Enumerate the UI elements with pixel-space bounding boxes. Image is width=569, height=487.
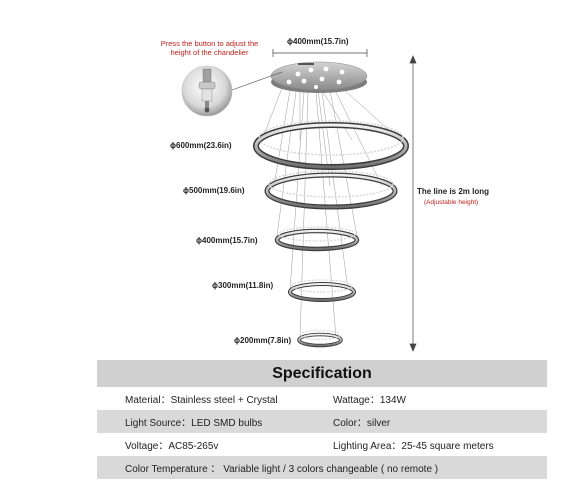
canopy — [270, 61, 368, 93]
top-dimension-line — [272, 49, 368, 57]
spec-lighting-area: Lighting Area：25-45 square meters — [333, 441, 494, 452]
spec-row: Color Temperature ： Variable light / 3 c… — [97, 456, 547, 479]
specification-table: Specification Material：Stainless steel +… — [97, 360, 547, 479]
cord-adjustable-label: (Adjustable height) — [424, 199, 479, 206]
ring-200 — [297, 329, 343, 348]
spec-row: Light Source：LED SMD bulbs Color：silver — [97, 410, 547, 433]
button-detail-icon — [181, 65, 283, 117]
specification-title: Specification — [97, 360, 547, 387]
ring-label-500: ϕ500mm(19.6in) — [183, 186, 245, 195]
product-figure: Press the button to adjust the height of… — [152, 37, 490, 352]
ring-label-600: ϕ600mm(23.6in) — [170, 141, 232, 150]
spec-material: Material：Stainless steel + Crystal — [125, 395, 278, 406]
spec-voltage: Voltage：AC85-265v — [125, 441, 219, 452]
top-diameter-label: ϕ400mm(15.7in) — [287, 37, 349, 46]
ring-label-400: ϕ400mm(15.7in) — [196, 236, 258, 245]
ring-300 — [288, 279, 356, 302]
spec-color-temperature: Color Temperature ： Variable light / 3 c… — [125, 464, 439, 475]
cord-dimension-line — [409, 55, 417, 352]
chandelier-illustration — [181, 49, 417, 352]
spec-row: Material：Stainless steel + Crystal Watta… — [97, 387, 547, 410]
button-note: Press the button to adjust the height of… — [152, 39, 267, 57]
spec-light-source: Light Source：LED SMD bulbs — [125, 418, 263, 429]
spec-row: Voltage：AC85-265v Lighting Area：25-45 sq… — [97, 433, 547, 456]
ring-label-200: ϕ200mm(7.8in) — [234, 336, 292, 345]
spec-wattage: Wattage：134W — [333, 395, 406, 406]
ring-500 — [264, 170, 398, 210]
ring-600 — [253, 120, 409, 170]
spec-color: Color：silver — [333, 418, 391, 429]
button-note-line2: height of the chandelier — [170, 48, 249, 57]
ring-label-300: ϕ300mm(11.8in) — [212, 281, 274, 290]
ring-400 — [274, 226, 360, 252]
cord-length-label: The line is 2m long — [417, 187, 490, 196]
button-note-line1: Press the button to adjust the — [160, 39, 259, 48]
